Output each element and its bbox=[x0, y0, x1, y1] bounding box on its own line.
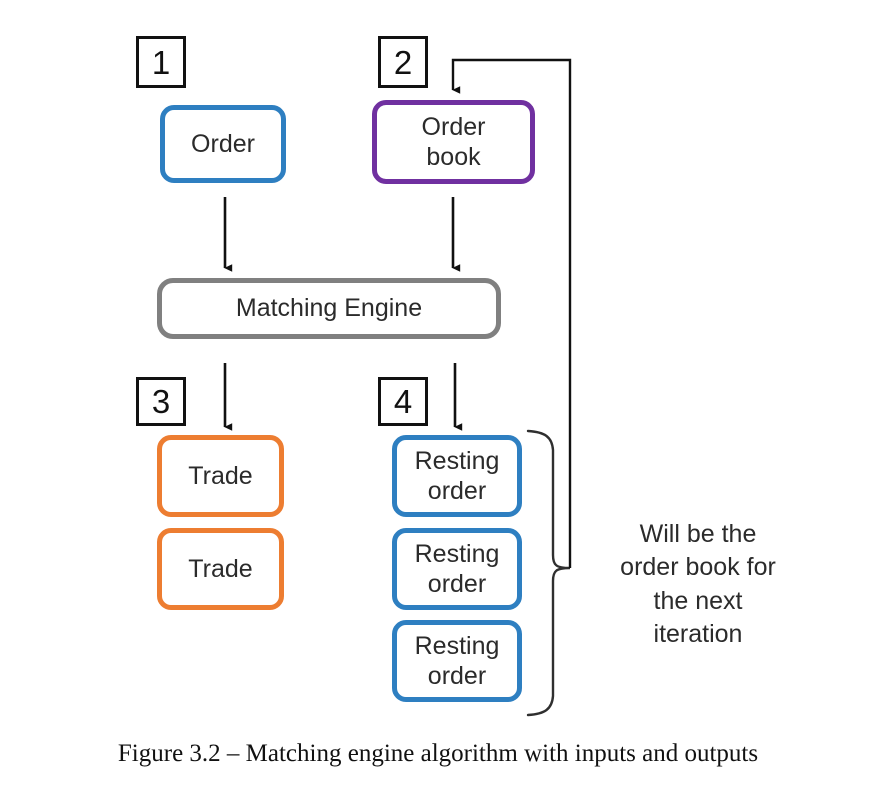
node-matching-engine: Matching Engine bbox=[157, 278, 501, 339]
node-trade-1: Trade bbox=[157, 435, 284, 517]
feedback-loop-note: Will be the order book for the next iter… bbox=[620, 520, 776, 648]
step-badge-3: 3 bbox=[136, 377, 186, 426]
resting-orders-brace bbox=[526, 429, 571, 717]
node-resting-order-2: Resting order bbox=[392, 528, 522, 610]
node-order-book: Order book bbox=[372, 100, 535, 184]
node-resting-order-3: Resting order bbox=[392, 620, 522, 702]
step-badge-4: 4 bbox=[378, 377, 428, 426]
step-badge-2: 2 bbox=[378, 36, 428, 88]
figure-caption: Figure 3.2 – Matching engine algorithm w… bbox=[117, 740, 759, 767]
step-badge-1: 1 bbox=[136, 36, 186, 88]
node-order: Order bbox=[160, 105, 286, 183]
node-trade-2: Trade bbox=[157, 528, 284, 610]
feedback-loop-arrow bbox=[451, 58, 572, 568]
node-resting-order-1: Resting order bbox=[392, 435, 522, 517]
